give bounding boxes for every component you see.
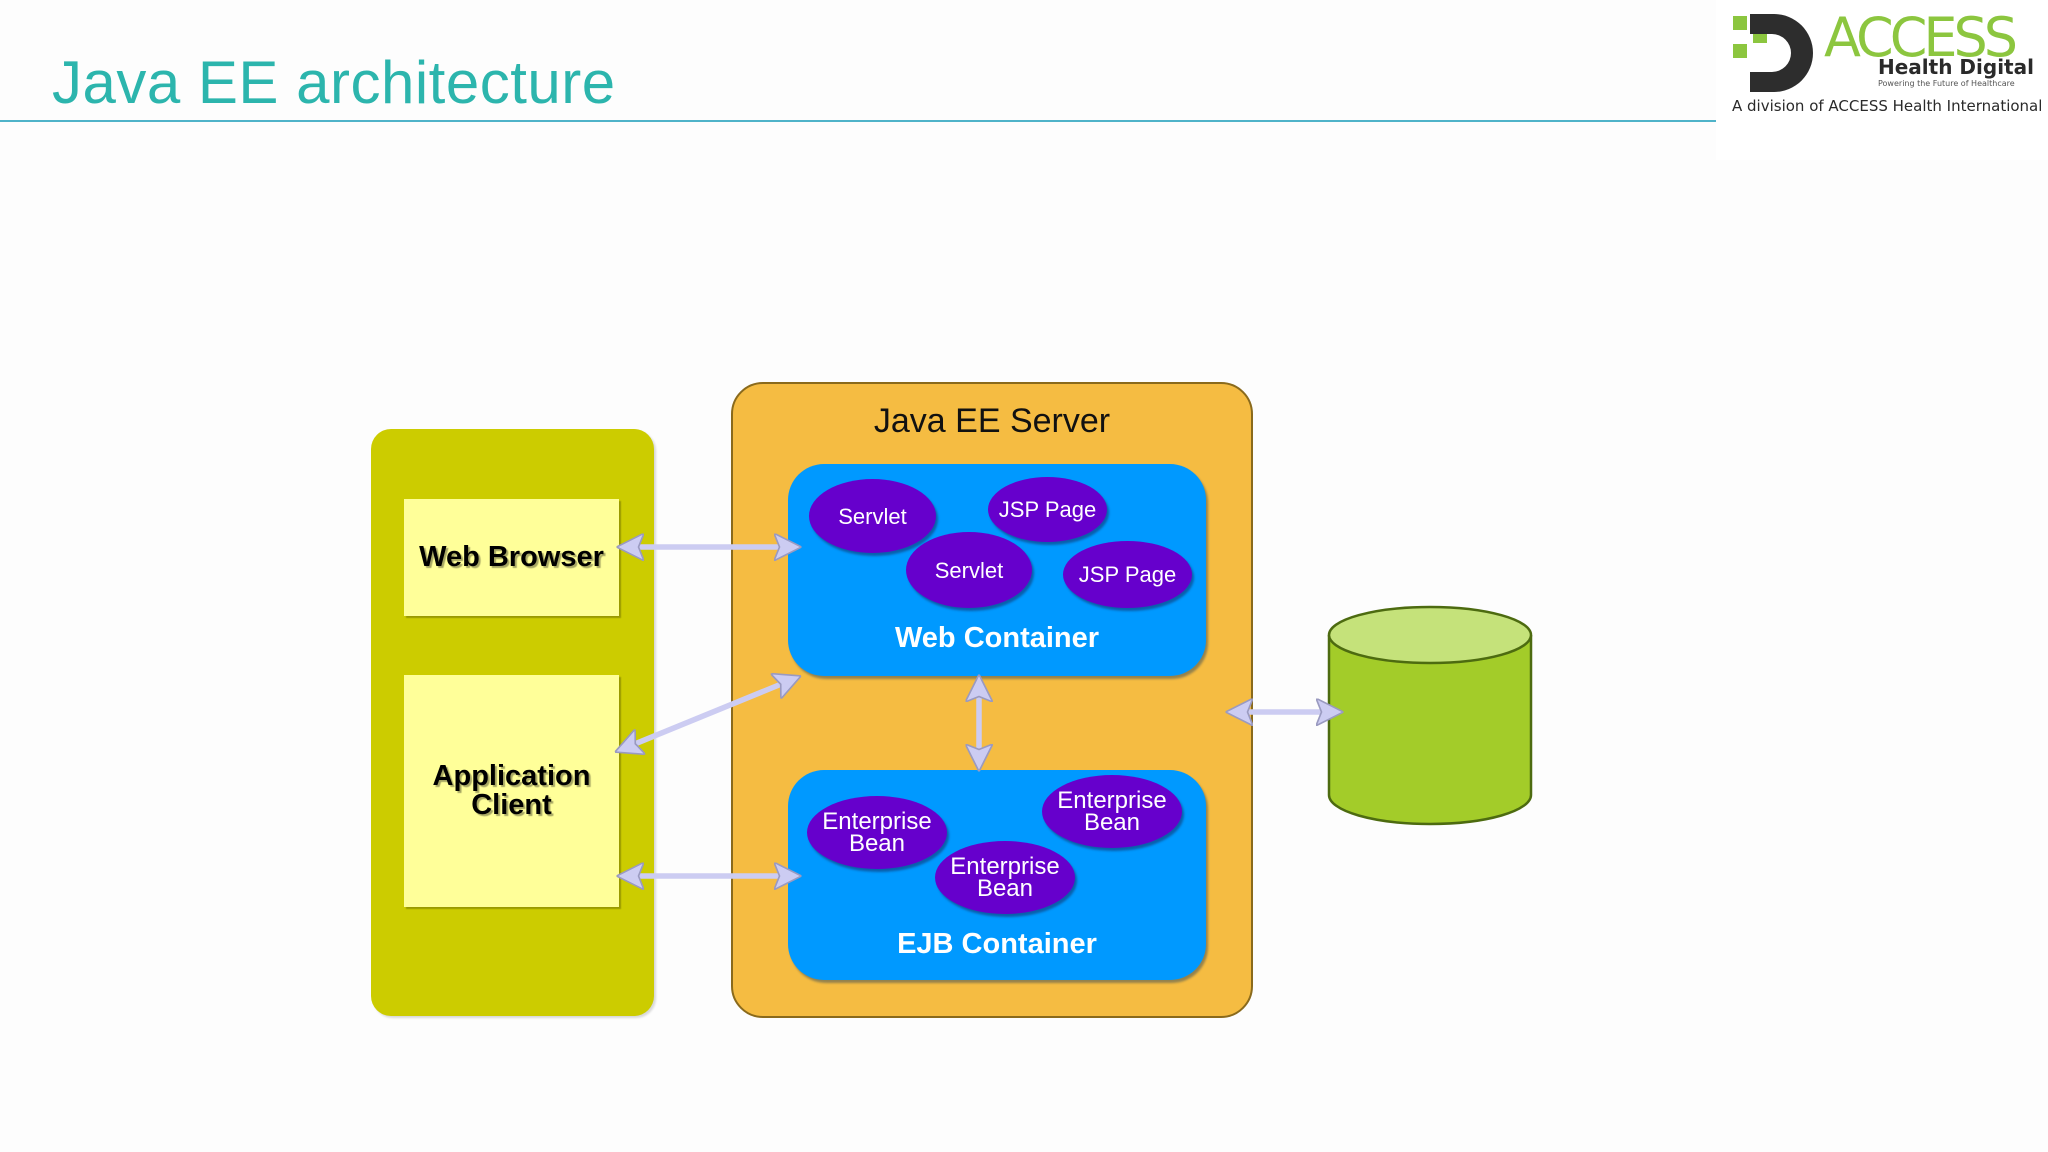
logo-subtitle: Health Digital (1878, 55, 2034, 79)
arrow-client-web-container (620, 678, 796, 750)
health-digital-d-icon (1733, 14, 1813, 92)
web-browser-box: Web Browser (404, 499, 619, 616)
application-client-box: Application Client (404, 675, 619, 907)
logo-tagline: Powering the Future of Healthcare (1878, 79, 2015, 88)
database-icon (1327, 605, 1533, 826)
servlet-component: Servlet (809, 479, 936, 553)
application-client-label: Application Client (432, 760, 591, 821)
ejb-container-label: EJB Container (897, 928, 1097, 960)
company-logo: ACCESS Health Digital Powering the Futur… (1716, 0, 2048, 160)
web-container-label: Web Container (894, 622, 1100, 654)
logo-division: A division of ACCESS Health Internationa… (1732, 97, 2043, 115)
jsp-page-component: JSP Page (988, 477, 1107, 542)
slide-title: Java EE architecture (52, 49, 616, 116)
title-divider (0, 120, 1716, 122)
jsp-page-component: JSP Page (1063, 541, 1192, 608)
java-ee-server-label: Java EE Server (873, 402, 1111, 440)
servlet-component: Servlet (906, 532, 1032, 608)
web-browser-label: Web Browser (419, 541, 604, 573)
logo-brand: ACCESS (1824, 6, 2018, 69)
